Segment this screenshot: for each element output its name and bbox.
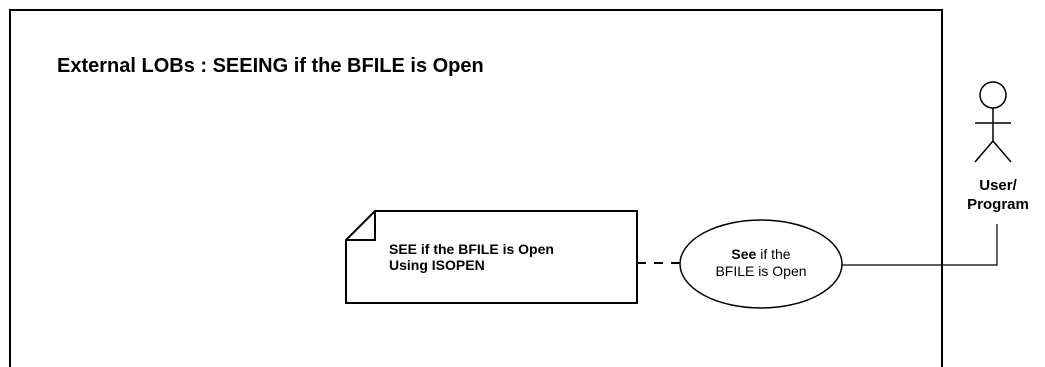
actor-label-line-2: Program [967, 196, 1029, 213]
actor-label-line-1: User/ [979, 177, 1017, 194]
use-case-line-1: See if the [680, 246, 842, 263]
note-fold [346, 211, 376, 241]
association-line [842, 224, 998, 266]
use-case-line-1-rest: if the [756, 246, 791, 262]
note-text: SEE if the BFILE is Open Using ISOPEN [389, 241, 554, 273]
note-line-1: SEE if the BFILE is Open [389, 241, 554, 257]
use-case-ellipse [679, 219, 843, 309]
use-case-bold-word: See [731, 246, 757, 262]
note-line-2: Using ISOPEN [389, 257, 485, 273]
actor-icon [974, 81, 1012, 163]
note-shape [345, 210, 638, 304]
actor-label: User/ Program [950, 176, 1045, 214]
use-case-line-2: BFILE is Open [715, 263, 807, 279]
system-boundary [9, 9, 943, 367]
diagram-title: External LOBs : SEEING if the BFILE is O… [57, 55, 484, 77]
use-case-label: See if the BFILE is Open [680, 246, 842, 280]
